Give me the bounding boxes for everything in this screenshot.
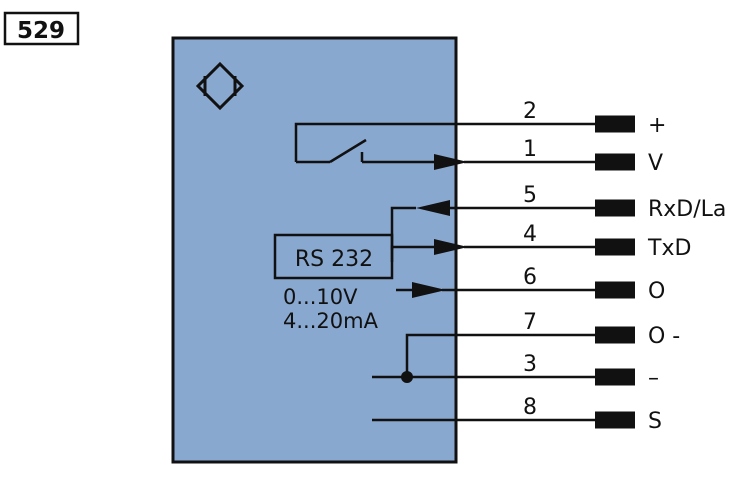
signal-label-pin-2: +: [648, 113, 666, 138]
signal-label-pin-5: RxD/La: [648, 197, 726, 222]
rs232-block: RS 232: [273, 233, 394, 280]
pin-number-3: 3: [523, 352, 537, 377]
signal-label-pin-7: O -: [648, 324, 680, 349]
output-arrow-pin-1: [434, 154, 468, 170]
inductive-sensor-diamond-icon: [195, 61, 245, 111]
pin-number-4: 4: [523, 222, 537, 247]
terminal-pin-3: [595, 368, 635, 386]
terminal-pin-1: [595, 153, 635, 171]
txd-line: [390, 245, 600, 262]
diagram-number-badge: 529: [3, 11, 80, 46]
signal-label-pin-6: O: [648, 279, 665, 304]
rs232-label: RS 232: [295, 247, 373, 272]
terminal-pin-7: [595, 326, 635, 344]
terminal-pin-4: [595, 238, 635, 256]
output-arrow-pin-6: [412, 282, 446, 298]
signal-label-pin-8: S: [648, 409, 662, 434]
terminal-pin-8: [595, 411, 635, 429]
signal-label-pin-1: V: [648, 151, 663, 176]
analog-voltage-label: 0...10V: [283, 285, 358, 309]
terminal-pin-5: [595, 199, 635, 217]
switch-contact: [294, 122, 600, 164]
diagram-number: 529: [17, 18, 65, 44]
signal-label-pin-4: TxD: [647, 236, 691, 261]
analog-current-label: 4...20mA: [283, 309, 379, 333]
ground-lines: [372, 333, 600, 379]
input-arrow-pin-5: [416, 200, 450, 216]
pin-number-1: 1: [523, 137, 537, 162]
pin-number-5: 5: [523, 183, 537, 208]
junction-dot: [401, 371, 413, 383]
terminal-pin-2: [595, 115, 635, 133]
pin-number-7: 7: [523, 310, 537, 335]
pin-number-2: 2: [523, 99, 537, 124]
pin-number-6: 6: [523, 265, 537, 290]
pin-number-8: 8: [523, 395, 537, 420]
signal-label-pin-3: –: [648, 366, 659, 391]
output-arrow-pin-4: [434, 239, 468, 255]
terminal-pin-6: [595, 281, 635, 299]
rxd-line: [390, 206, 600, 250]
